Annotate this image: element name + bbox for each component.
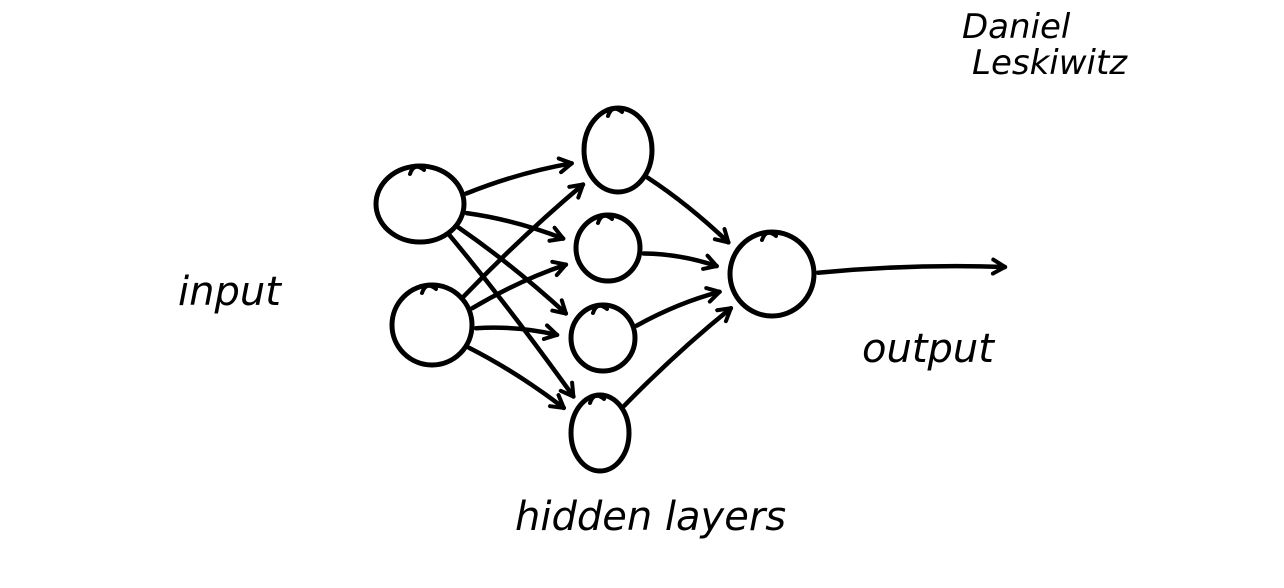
- node-h1-stroke-start: [606, 106, 624, 118]
- node-h3-stroke-start: [591, 303, 609, 315]
- edge-h2-to-out: [641, 251, 719, 271]
- node-h3: [568, 302, 638, 374]
- edge-in2-to-h1: [461, 182, 586, 299]
- edge-out-to-result: [815, 257, 1008, 276]
- edge-in1-to-h4: [447, 233, 576, 399]
- edge-in1-to-h2: [464, 210, 566, 243]
- edge-in1-to-h1: [464, 156, 574, 196]
- edge-in2-to-h2: [470, 259, 569, 311]
- edge-in2-to-h4: [466, 345, 567, 411]
- edge-in1-to-h3: [456, 225, 569, 316]
- edge-h4-to-out: [621, 305, 734, 409]
- node-h2: [573, 212, 643, 284]
- output-label: output: [862, 326, 995, 372]
- edges-group: [447, 156, 1008, 411]
- node-in2: [389, 282, 475, 368]
- input-label: input: [178, 269, 282, 315]
- node-h4-stroke-start: [588, 393, 606, 405]
- author-name-line1: Daniel: [962, 7, 1071, 47]
- node-in1: [373, 163, 467, 245]
- node-h2-stroke-start: [596, 213, 614, 225]
- edge-h3-to-out: [634, 286, 722, 328]
- node-out-stroke-start: [760, 230, 778, 242]
- author-name-line2: Leskiwitz: [972, 43, 1128, 83]
- node-h1: [581, 105, 655, 195]
- node-h4: [568, 392, 632, 474]
- edge-h1-to-out: [645, 175, 731, 245]
- nodes-group: [373, 105, 817, 474]
- hidden-layers-label: hidden layers: [515, 494, 786, 540]
- node-in1-stroke-start: [408, 164, 426, 176]
- node-in2-stroke-start: [420, 283, 438, 295]
- edge-in2-to-h3: [473, 323, 560, 342]
- node-out: [727, 229, 817, 319]
